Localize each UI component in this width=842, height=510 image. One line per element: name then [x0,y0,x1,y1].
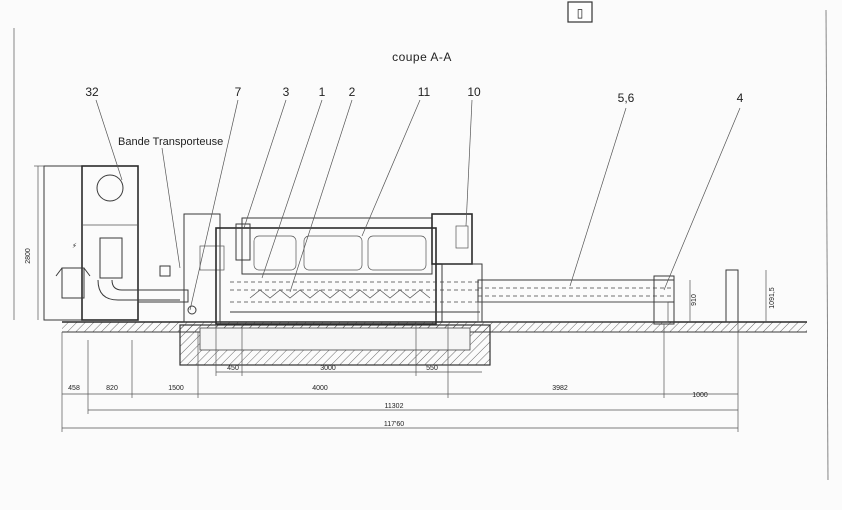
item-2: 2 [349,85,356,99]
dim-1500: 1500 [168,385,184,392]
dim-1091-5: 1091,5 [769,287,776,309]
dim-550: 550 [426,365,438,372]
page-marker-box [567,1,593,23]
item-3: 3 [283,85,290,99]
right-border [825,9,829,481]
pit-inner [199,327,471,351]
dim-117-60: 117'60 [384,421,404,428]
dim-lines [61,322,739,432]
item-5-6: 5,6 [618,91,635,105]
part-3 [235,223,251,261]
svg-text:⚡: ⚡ [72,242,77,250]
dim-3982: 3982 [552,385,568,392]
end-stop-4 [653,275,675,325]
dim-450: 450 [227,365,239,372]
main-frame [215,227,437,325]
conveyor-belt [137,289,189,303]
conveyor-label: Bande Transporteuse [118,136,223,148]
dim-11302: 11302 [385,403,404,410]
roller-table-base [477,301,669,323]
machine-10-base [441,263,483,323]
machine-7 [183,213,221,323]
right-end-box [725,269,739,323]
machine-32-wheel [96,174,124,202]
section-title: coupe A-A [392,50,452,64]
dim-2800: 2800 [25,248,32,264]
item-11: 11 [418,85,431,99]
hopper [61,267,85,299]
leaders [95,99,741,311]
dim-820: 820 [106,385,118,392]
item-4: 4 [737,91,744,105]
item-7: 7 [235,85,242,99]
dim-1000: 1000 [692,392,708,399]
item-32: 32 [85,85,99,99]
roller-table [477,279,675,303]
dim-3000: 3000 [320,365,336,372]
dim-910: 910 [691,294,698,306]
item-1: 1 [319,85,326,99]
page-marker: ▯ [577,6,584,20]
machine-32-panel [99,237,123,279]
machine-32-body [81,165,139,321]
upper-housing [241,217,433,275]
item-10: 10 [467,85,481,99]
dim-458: 458 [68,385,80,392]
dim-4000: 4000 [312,385,328,392]
